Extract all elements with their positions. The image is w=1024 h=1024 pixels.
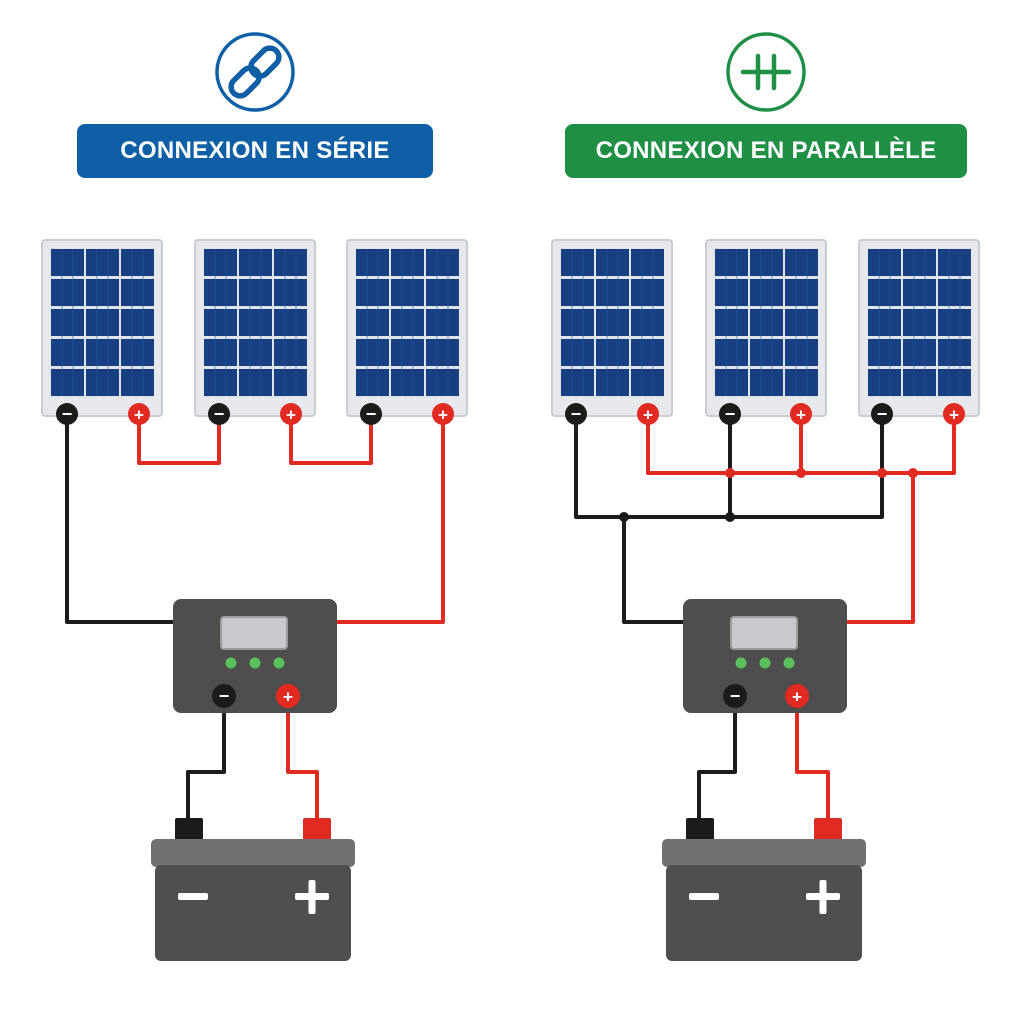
- series-wire-positive-output: [335, 412, 445, 624]
- svg-text:−: −: [877, 404, 888, 424]
- parallel-solar-panel-3: [858, 239, 980, 417]
- svg-text:+: +: [438, 406, 448, 425]
- parallel-title: CONNEXION EN PARALLÈLE: [595, 137, 937, 164]
- series-solar-panel-2: [194, 239, 316, 417]
- series-title-badge: CONNEXION EN SÉRIE: [77, 124, 433, 178]
- svg-text:+: +: [796, 406, 806, 425]
- svg-text:−: −: [214, 404, 225, 424]
- svg-text:+: +: [792, 688, 802, 707]
- parallel-junction-dots: [619, 468, 918, 522]
- svg-text:+: +: [949, 406, 959, 425]
- svg-text:−: −: [219, 686, 230, 706]
- parallel-solar-panel-2: [705, 239, 827, 417]
- series-battery: [151, 818, 355, 961]
- series-panel-terminals: − + − + − +: [56, 403, 454, 425]
- parallel-panel-terminals: − + − + − +: [565, 403, 965, 425]
- chain-link-icon: [215, 32, 295, 112]
- series-diagram: − + − + − + − +: [41, 32, 468, 961]
- svg-text:−: −: [62, 404, 73, 424]
- parallel-title-badge: CONNEXION EN PARALLÈLE: [565, 124, 967, 178]
- parallel-lines-icon: [726, 32, 806, 112]
- parallel-battery: [662, 818, 866, 961]
- svg-text:+: +: [283, 688, 293, 707]
- svg-text:−: −: [730, 686, 741, 706]
- series-solar-panel-1: [41, 239, 163, 417]
- series-solar-panel-3: [346, 239, 468, 417]
- series-charge-controller: − +: [172, 598, 338, 714]
- series-wire-link-1: [137, 412, 221, 465]
- series-title: CONNEXION EN SÉRIE: [120, 137, 390, 164]
- parallel-diagram: − + − + − + − +: [551, 32, 980, 961]
- parallel-wire-positive-output: [846, 471, 915, 624]
- series-wire-battery-negative: [186, 694, 226, 824]
- svg-text:+: +: [134, 406, 144, 425]
- svg-text:−: −: [366, 404, 377, 424]
- svg-text:+: +: [643, 406, 653, 425]
- parallel-wire-battery-positive: [795, 694, 830, 824]
- svg-text:−: −: [725, 404, 736, 424]
- parallel-charge-controller: − +: [682, 598, 848, 714]
- svg-text:−: −: [571, 404, 582, 424]
- series-wire-battery-positive: [286, 694, 319, 824]
- parallel-wire-battery-negative: [697, 694, 737, 824]
- parallel-solar-panel-1: [551, 239, 673, 417]
- series-wire-negative-output: [65, 412, 176, 624]
- parallel-wire-negative-output: [622, 515, 685, 624]
- series-wire-link-2: [289, 412, 373, 465]
- svg-text:+: +: [286, 406, 296, 425]
